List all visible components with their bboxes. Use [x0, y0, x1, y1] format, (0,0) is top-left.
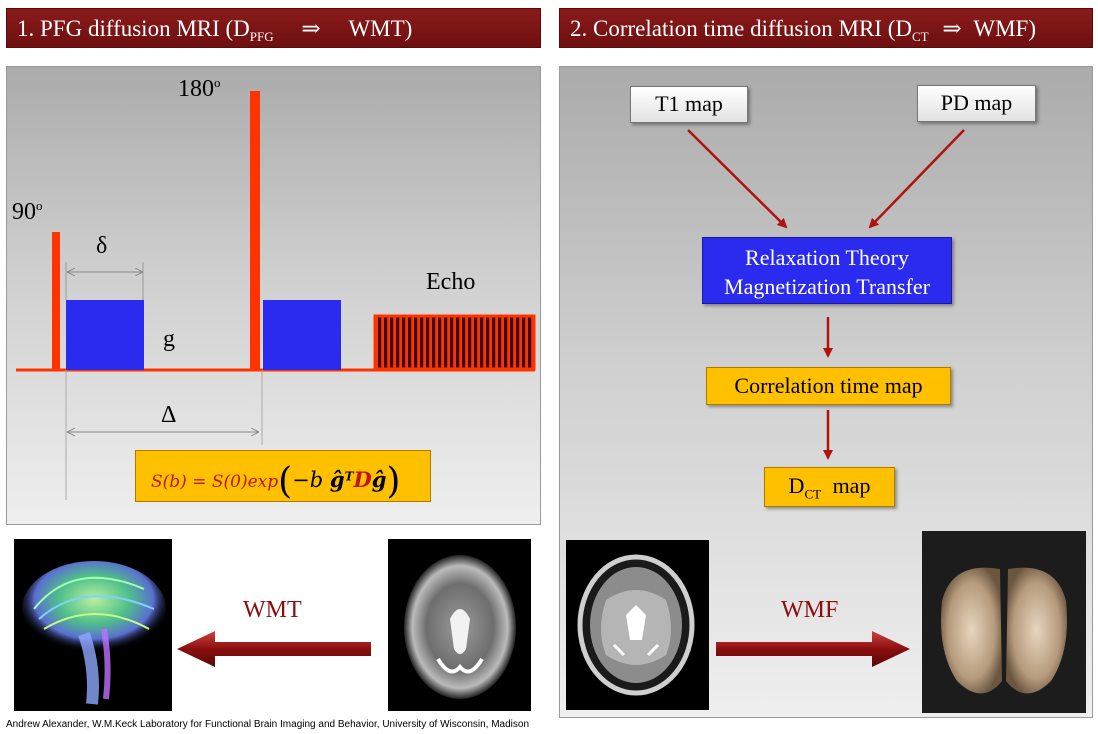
- gradient-lobe-2: [263, 300, 341, 370]
- rf-pulse-180: [250, 91, 260, 370]
- tractography-image: [14, 539, 172, 711]
- label-delta-big: Δ: [161, 402, 177, 428]
- rf-pulse-90: [52, 232, 60, 370]
- wmf-label: WMF: [781, 597, 839, 623]
- left-panel: [6, 66, 541, 525]
- label-echo: Echo: [426, 269, 476, 295]
- wmf-arrow: [716, 631, 910, 667]
- relaxation-theory-box: Relaxation Theory Magnetization Transfer: [702, 237, 952, 304]
- right-header: 2. Correlation time diffusion MRI (DCT ⇒…: [559, 8, 1093, 48]
- relaxation-line-1: Relaxation Theory: [745, 245, 909, 270]
- label-90-degree: 90o: [12, 198, 43, 225]
- relaxation-line-2: Magnetization Transfer: [724, 274, 930, 299]
- wmt-arrow: [177, 631, 371, 667]
- dct-map-box: DCT map: [764, 467, 895, 507]
- label-gradient: g: [163, 326, 175, 352]
- arrow-pd-to-relaxation: [868, 129, 965, 229]
- diffusion-mri-image: [388, 539, 531, 711]
- left-header: 1. PFG diffusion MRI (DPFG ⇒ WMT): [6, 8, 541, 48]
- arrow-t1-to-relaxation: [687, 129, 788, 229]
- t1-map-box: T1 map: [630, 86, 748, 123]
- white-matter-fiber-image: [922, 531, 1086, 713]
- t1-axial-image: [566, 540, 709, 710]
- gradient-lobe-1: [66, 300, 144, 370]
- signal-equation: S(b) = S(0)exp(−b ĝTDĝ): [135, 450, 431, 502]
- pd-map-box: PD map: [917, 85, 1036, 122]
- wmt-label: WMT: [243, 597, 302, 623]
- label-180-degree: 180o: [178, 75, 221, 102]
- label-delta-small: δ: [96, 233, 108, 259]
- echo-signal: [373, 314, 536, 371]
- credit-line: Andrew Alexander, W.M.Keck Laboratory fo…: [6, 719, 530, 730]
- correlation-time-map-box: Correlation time map: [706, 367, 951, 405]
